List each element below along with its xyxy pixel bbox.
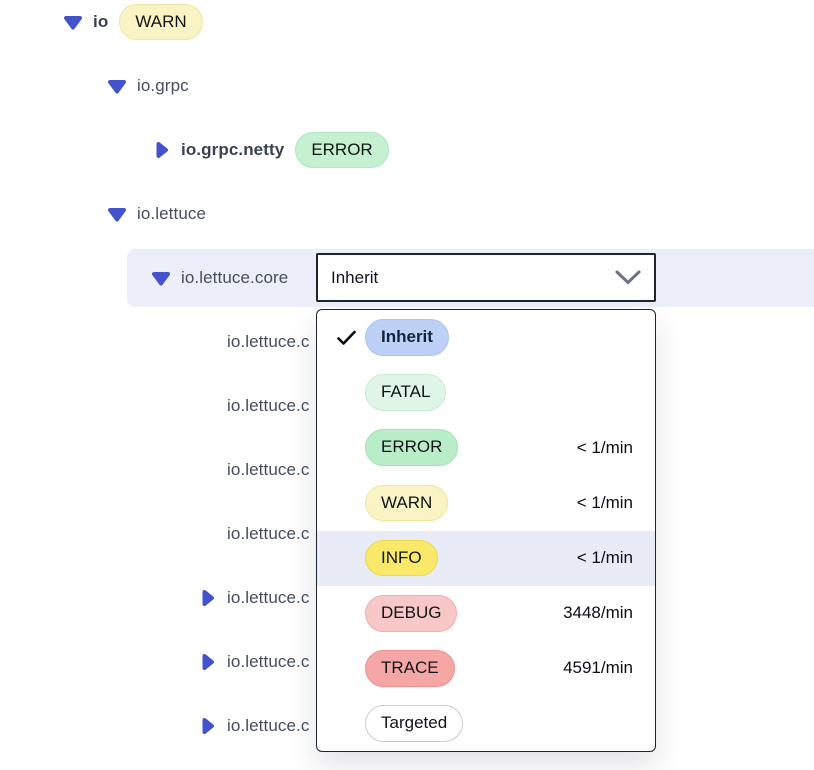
triangle-down-icon[interactable]	[106, 77, 128, 95]
log-rate: < 1/min	[576, 492, 633, 512]
logger-name: io.grpc	[137, 76, 189, 95]
dropdown-item-fatal[interactable]: FATAL	[317, 365, 655, 420]
level-pill-debug: DEBUG	[365, 594, 458, 632]
logger-name: io.lettuce.c	[227, 332, 310, 351]
triangle-right-icon[interactable]	[150, 140, 172, 160]
tree-row-io-grpc-netty[interactable]: io.grpc.netty ERROR	[0, 118, 814, 182]
triangle-right-icon[interactable]	[196, 716, 218, 736]
tree-row-io-lettuce-sub-4[interactable]: io.lettuce.c	[0, 502, 814, 566]
triangle-down-icon[interactable]	[62, 13, 84, 31]
dropdown-item-debug[interactable]: DEBUG 3448/min	[317, 586, 655, 641]
tree-row-io-lettuce-sub-5[interactable]: io.lettuce.c	[0, 566, 814, 630]
level-badge-error[interactable]: ERROR	[295, 131, 389, 169]
logger-name: io.lettuce.c	[227, 524, 310, 543]
logger-name: io.lettuce.c	[227, 588, 310, 607]
dropdown-item-targeted[interactable]: Targeted	[317, 696, 655, 751]
tree-row-io-lettuce-core[interactable]: io.lettuce.core	[0, 246, 814, 310]
chevron-down-icon	[615, 270, 641, 285]
tree-row-io-lettuce-sub-2[interactable]: io.lettuce.c	[0, 374, 814, 438]
level-pill-fatal: FATAL	[365, 374, 447, 412]
level-pill-inherit: Inherit	[365, 319, 449, 356]
triangle-down-icon[interactable]	[150, 269, 172, 287]
dropdown-item-trace[interactable]: TRACE 4591/min	[317, 641, 655, 696]
level-badge-warn[interactable]: WARN	[119, 3, 203, 41]
logger-name: io.lettuce.c	[227, 652, 310, 671]
dropdown-item-error[interactable]: ERROR < 1/min	[317, 420, 655, 475]
log-level-select-value: Inherit	[331, 267, 379, 287]
tree-row-io-lettuce-sub-3[interactable]: io.lettuce.c	[0, 438, 814, 502]
tree-row-io-lettuce-sub-1[interactable]: io.lettuce.c	[0, 310, 814, 374]
tree-row-io[interactable]: io WARN	[0, 0, 814, 54]
dropdown-item-warn[interactable]: WARN < 1/min	[317, 475, 655, 530]
level-pill-info: INFO	[365, 539, 438, 577]
triangle-right-icon[interactable]	[196, 588, 218, 608]
dropdown-item-inherit[interactable]: Inherit	[317, 310, 655, 365]
logger-name: io.lettuce.c	[227, 396, 310, 415]
level-pill-error: ERROR	[365, 429, 459, 467]
log-rate: < 1/min	[576, 437, 633, 457]
log-level-select[interactable]: Inherit	[316, 253, 656, 302]
tree-row-io-grpc[interactable]: io.grpc	[0, 54, 814, 118]
tree-row-io-lettuce-sub-7[interactable]: io.lettuce.c	[0, 694, 814, 758]
tree-row-io-lettuce-sub-6[interactable]: io.lettuce.c	[0, 630, 814, 694]
logger-name: io.lettuce.core	[181, 268, 289, 287]
log-rate: 3448/min	[563, 603, 633, 623]
level-pill-warn: WARN	[365, 484, 449, 522]
dropdown-item-info[interactable]: INFO < 1/min	[317, 530, 655, 586]
triangle-right-icon[interactable]	[196, 652, 218, 672]
log-rate: 4591/min	[563, 658, 633, 678]
level-pill-targeted: Targeted	[365, 705, 464, 742]
logger-name: io.lettuce.c	[227, 716, 310, 735]
triangle-down-icon[interactable]	[106, 205, 128, 223]
log-rate: < 1/min	[576, 548, 633, 568]
tree-row-io-lettuce[interactable]: io.lettuce	[0, 182, 814, 246]
logger-name: io.lettuce.c	[227, 460, 310, 479]
checkmark-icon	[337, 330, 357, 346]
logger-name: io.lettuce	[137, 204, 207, 223]
level-pill-trace: TRACE	[365, 649, 455, 687]
logger-name: io	[93, 12, 109, 31]
logger-name: io.grpc.netty	[181, 140, 285, 159]
